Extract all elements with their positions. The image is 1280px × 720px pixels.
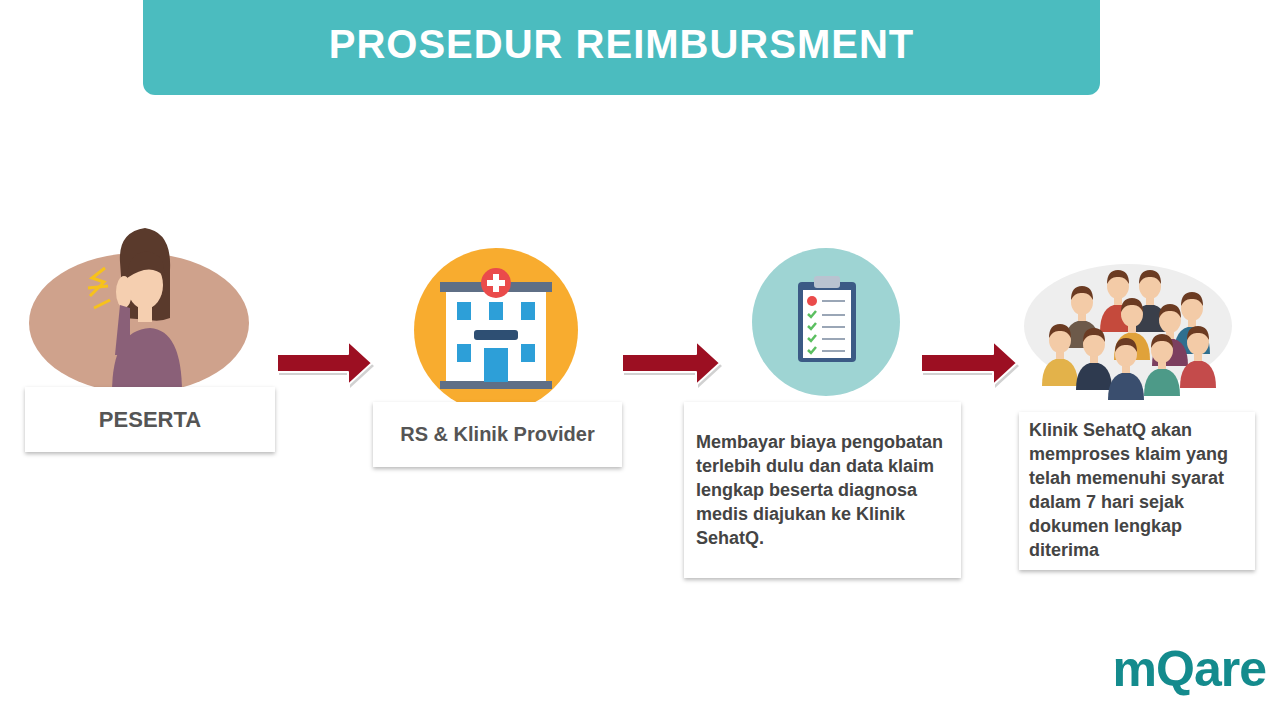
arrow-shape xyxy=(277,341,372,385)
step-text: Klinik SehatQ akan memproses klaim yang … xyxy=(1029,418,1245,562)
diagram-title: PROSEDUR REIMBURSMENT xyxy=(143,22,1100,67)
arrow-shape xyxy=(622,341,720,385)
hospital-illustration xyxy=(414,248,578,412)
patient-illustration xyxy=(29,228,249,393)
arrow-shape xyxy=(921,341,1017,385)
step-box: Klinik SehatQ akan memproses klaim yang … xyxy=(1019,412,1255,570)
flow-arrow xyxy=(277,341,374,388)
brand-logo: mQare xyxy=(1113,640,1266,698)
step-box: Membayar biaya pengobatan terlebih dulu … xyxy=(684,402,961,578)
step-text: PESERTA xyxy=(35,405,265,435)
step-text: Membayar biaya pengobatan terlebih dulu … xyxy=(696,430,949,550)
flow-arrow xyxy=(921,341,1019,388)
step-box: RS & Klinik Provider xyxy=(373,402,622,467)
step-box: PESERTA xyxy=(25,387,275,452)
flow-arrow xyxy=(622,341,722,388)
clipboard-illustration xyxy=(752,248,900,396)
step-text: RS & Klinik Provider xyxy=(383,421,612,448)
team-illustration xyxy=(1024,264,1232,400)
